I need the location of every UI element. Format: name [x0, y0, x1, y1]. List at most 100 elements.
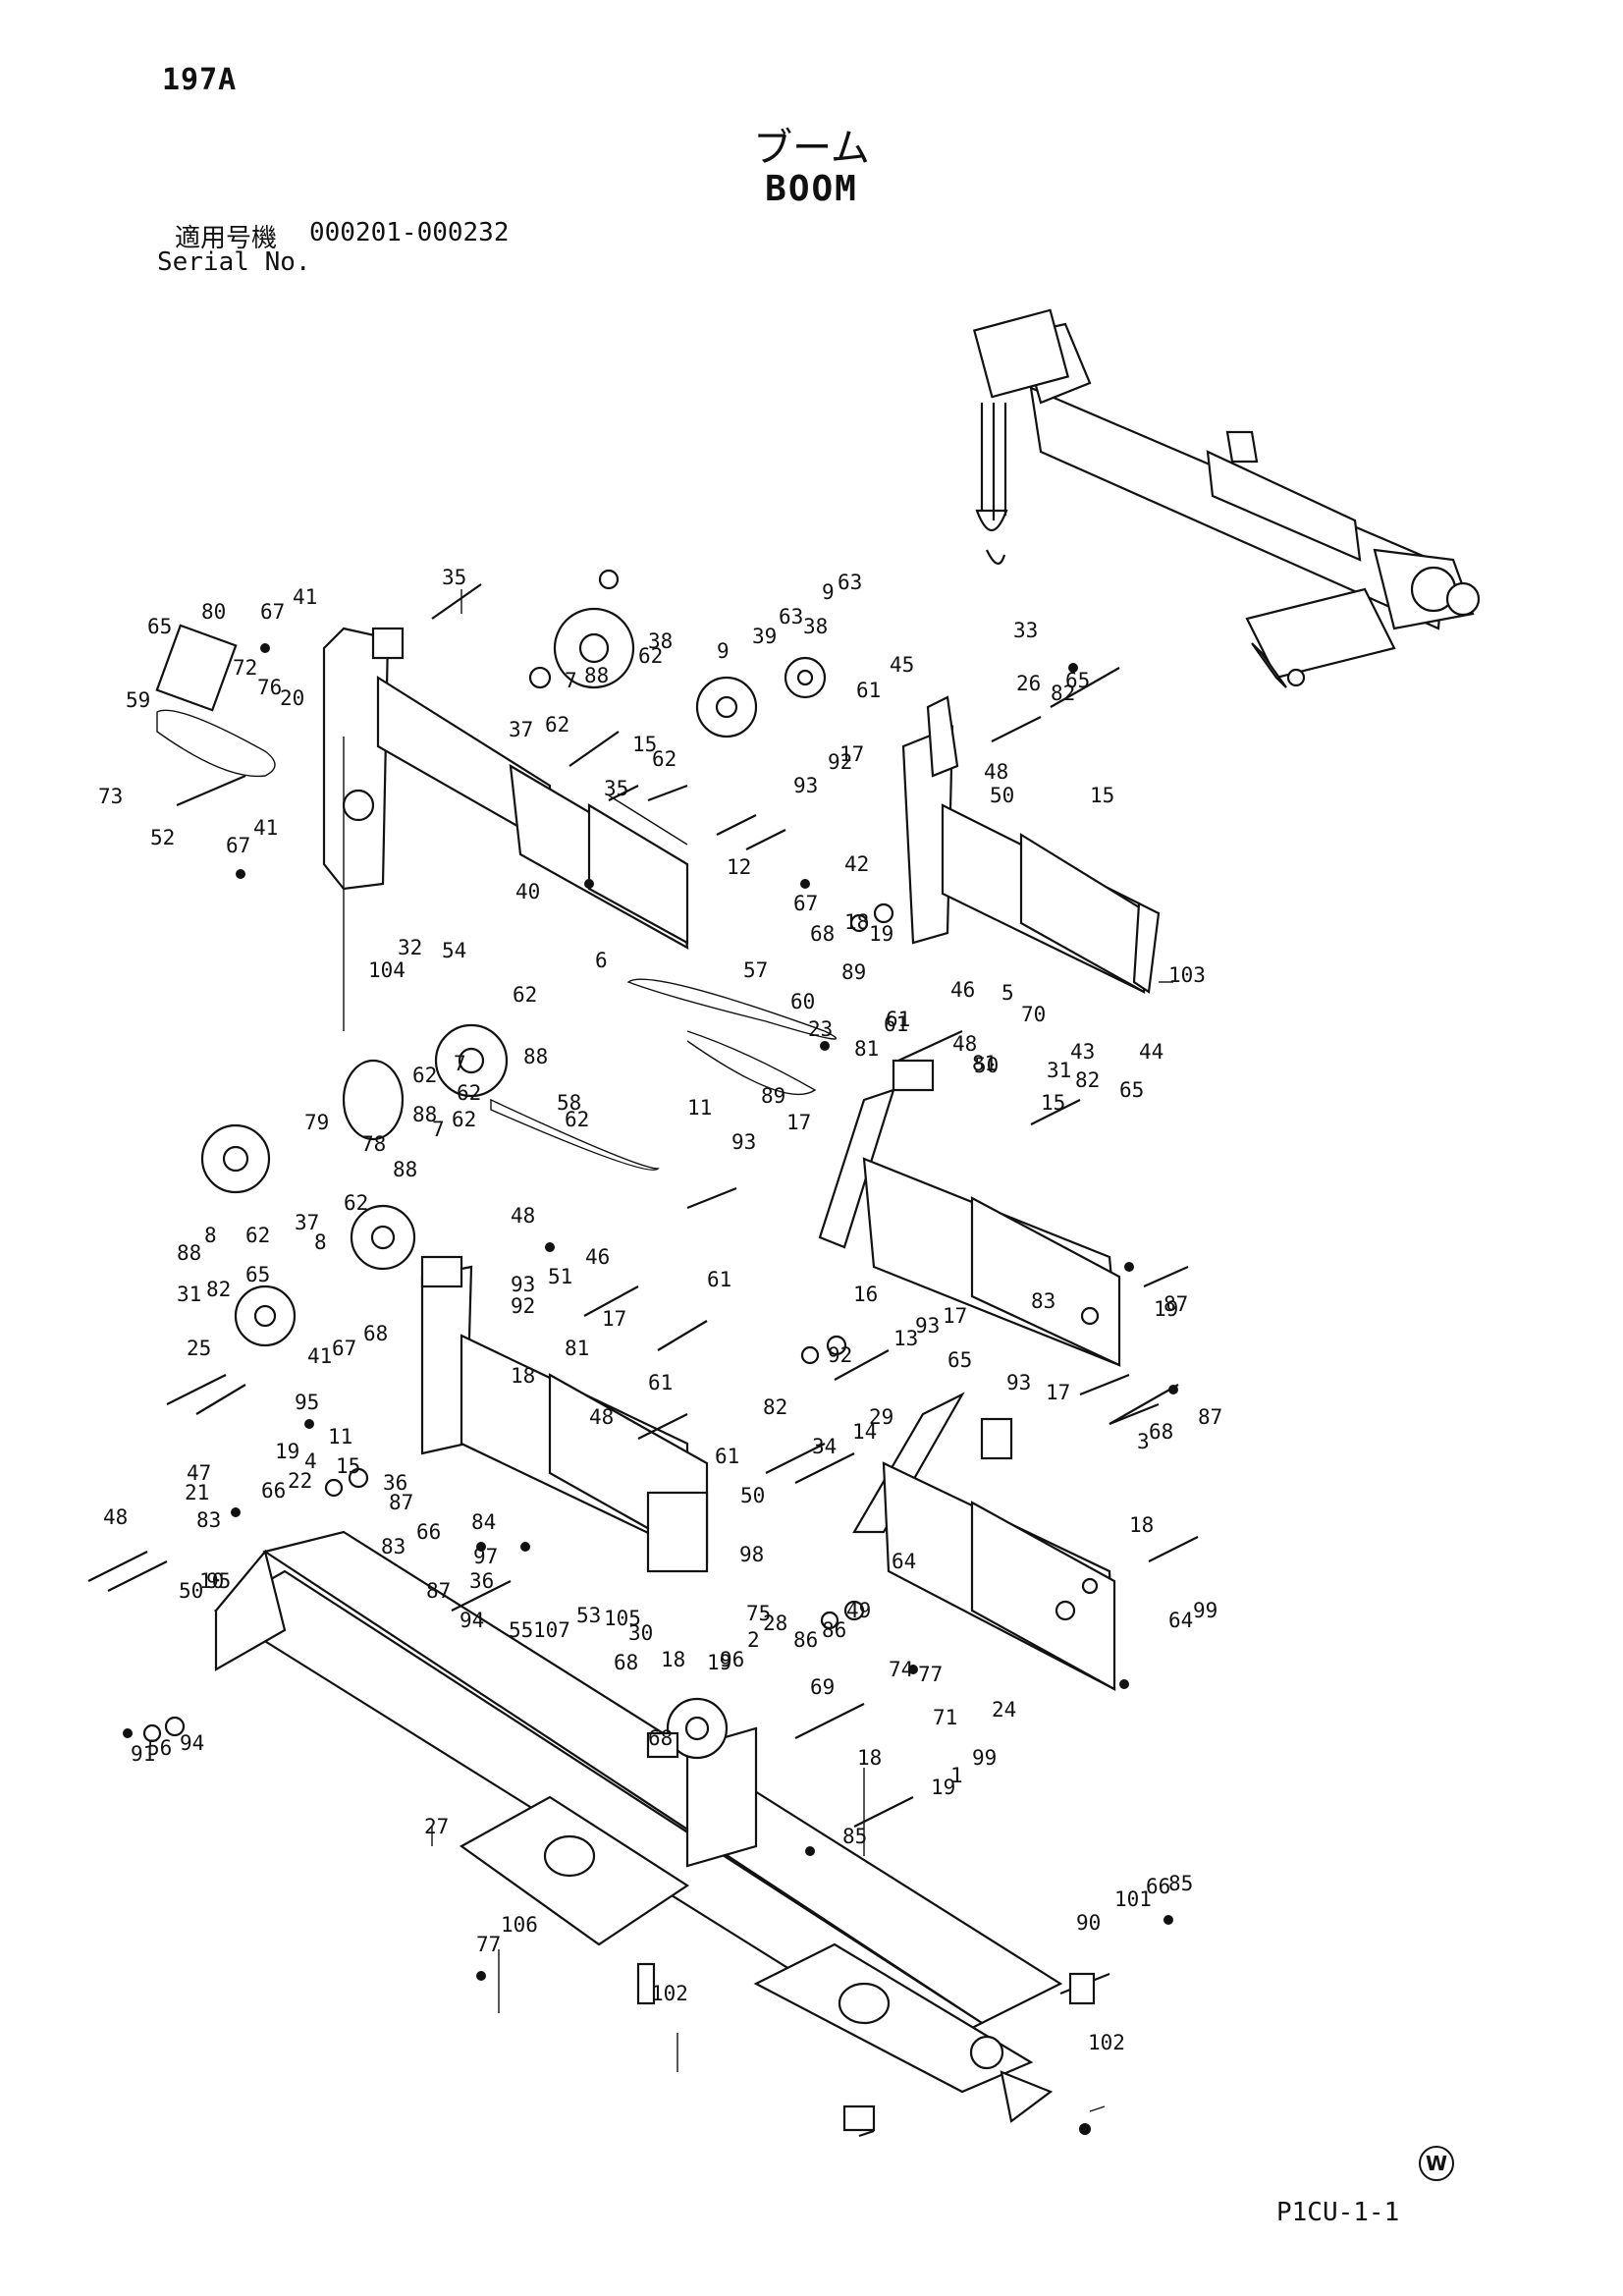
callout-label: 78: [361, 1132, 386, 1156]
callout-label: 47: [187, 1461, 211, 1485]
callout-label: 54: [442, 939, 466, 962]
callout-label: 30: [628, 1621, 653, 1645]
callout-label: 80: [201, 600, 226, 624]
callout-label: 101: [1114, 1887, 1152, 1911]
callout-label: 11: [687, 1096, 712, 1120]
callout-label: 65: [147, 615, 172, 638]
callout-label: 82: [1075, 1068, 1100, 1092]
callout-label: 46: [950, 978, 975, 1002]
callout-label: 50: [179, 1579, 203, 1603]
serial-range: 000201-000232: [309, 218, 510, 247]
callout-label: 67: [332, 1337, 356, 1360]
callout-label: 8: [314, 1230, 327, 1254]
serial-label-english: Serial No.: [157, 247, 311, 277]
title-english: BOOM: [765, 169, 858, 209]
callout-label: 3: [1137, 1430, 1150, 1453]
callout-label: 21: [185, 1481, 209, 1504]
callout-label: 44: [1139, 1040, 1163, 1064]
leader-lines: [343, 589, 1173, 2112]
callout-label: 93: [793, 774, 818, 797]
callout-label: 61: [715, 1445, 739, 1468]
callout-label: 36: [383, 1471, 407, 1495]
callout-label: 19: [1154, 1297, 1178, 1321]
callout-label: 65: [1119, 1078, 1144, 1102]
callout-label: 37: [295, 1211, 319, 1234]
callout-label: 83: [381, 1535, 406, 1558]
callout-label: 17: [1046, 1381, 1070, 1404]
callout-label: 39: [752, 625, 777, 648]
callout-label: 9: [717, 639, 730, 663]
callout-label: 32: [398, 936, 422, 959]
callout-label: 71: [933, 1706, 957, 1729]
callout-label: 48: [589, 1405, 614, 1429]
callout-label: 70: [1021, 1003, 1046, 1026]
callout-label: 50: [740, 1484, 765, 1507]
callout-label: 85: [842, 1825, 867, 1848]
callout-label: 99: [972, 1746, 997, 1770]
callout-label: 38: [648, 629, 673, 653]
callout-label: 68: [363, 1322, 388, 1345]
callout-label: 6: [595, 949, 608, 972]
callout-label: 41: [253, 816, 278, 840]
callout-label: 19: [707, 1651, 731, 1674]
callout-label: 23: [808, 1017, 833, 1041]
callout-label: 88: [412, 1103, 437, 1126]
callout-label: 65: [947, 1348, 972, 1372]
callout-label: 83: [1031, 1289, 1055, 1313]
callout-label: 61: [884, 1012, 908, 1036]
callout-label: 88: [177, 1241, 201, 1265]
callout-label: 67: [226, 834, 250, 857]
callout-label: 66: [261, 1479, 286, 1503]
callout-label: 50: [974, 1054, 999, 1077]
callout-label: 75: [746, 1602, 771, 1625]
callout-label: 66: [416, 1520, 441, 1544]
callout-label: 61: [707, 1268, 731, 1291]
boom-section-3: [818, 1059, 1121, 1367]
callout-label: 7: [432, 1118, 445, 1141]
callout-label: 46: [585, 1245, 610, 1269]
callout-label: 64: [1168, 1609, 1193, 1632]
callout-label: 35: [604, 777, 628, 800]
callout-label: 77: [918, 1663, 943, 1686]
callout-label: 14: [852, 1420, 877, 1444]
callout-label: 62: [245, 1224, 270, 1247]
callout-label: 15: [632, 733, 657, 756]
callout-label: 8: [204, 1224, 217, 1247]
callout-label: 102: [651, 1982, 688, 2005]
callout-label: 86: [793, 1628, 818, 1652]
callout-label: 67: [793, 892, 818, 915]
callout-label: 105: [604, 1607, 641, 1630]
callout-label: 22: [288, 1469, 312, 1493]
callout-label: 50: [990, 784, 1014, 807]
callout-label: 87: [389, 1491, 413, 1514]
callout-label: 68: [614, 1651, 638, 1674]
callout-label: 84: [471, 1510, 496, 1534]
callout-label: 60: [790, 990, 815, 1013]
callout-label: 35: [442, 566, 466, 589]
callout-label: 96: [720, 1648, 744, 1671]
callout-label: 48: [103, 1505, 128, 1529]
callout-label: 86: [822, 1618, 846, 1642]
callout-label: 18: [1129, 1513, 1154, 1537]
circle-w-mark: W: [1419, 2146, 1454, 2181]
callout-label: 62: [412, 1064, 437, 1087]
callout-label: 12: [727, 855, 751, 879]
callout-label: 17: [602, 1307, 626, 1331]
callout-label: 62: [545, 713, 569, 737]
callout-label: 69: [810, 1675, 835, 1699]
callout-label: 28: [763, 1612, 787, 1635]
callout-label: 61: [856, 679, 881, 702]
callout-label: 5: [1001, 981, 1014, 1005]
callout-label: 20: [280, 686, 304, 710]
callout-label: 93: [731, 1130, 756, 1154]
callout-label: 82: [206, 1278, 231, 1301]
callout-label: 55: [509, 1618, 533, 1642]
callout-label: 52: [150, 826, 175, 849]
sheave-parts: [200, 569, 827, 1760]
callout-label: 102: [1088, 2031, 1125, 2054]
callout-label: 68: [810, 922, 835, 946]
callout-label: 38: [803, 615, 828, 638]
callout-label: 42: [844, 852, 869, 876]
